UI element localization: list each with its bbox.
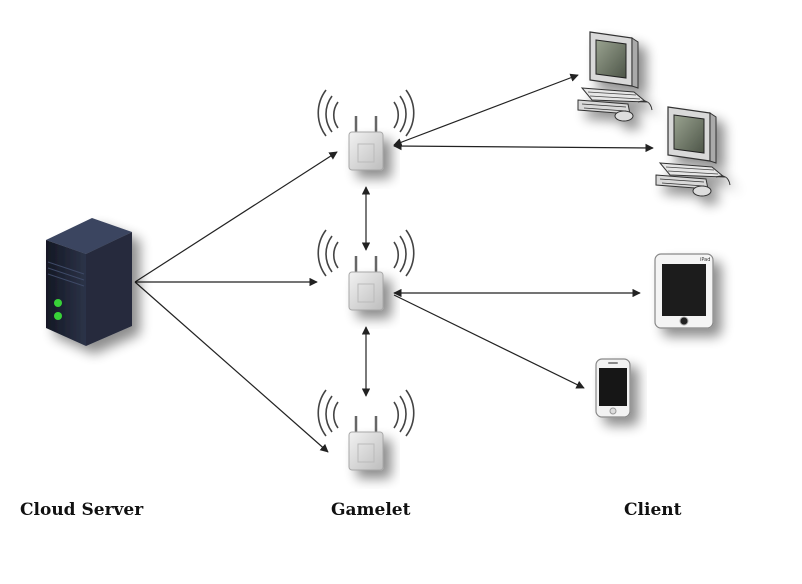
connections [134, 73, 654, 453]
tablet-icon: iPad [654, 253, 714, 329]
gamelet-top-icon [317, 89, 415, 171]
server-icon [46, 218, 132, 346]
desktop-computer-icon [577, 31, 653, 122]
gamelet-label: Gamelet [331, 500, 411, 520]
arrow-gamelet-to-desktop-2 [393, 141, 654, 153]
arrow-server-to-gamelet-top [134, 151, 338, 283]
cloud-server-label: Cloud Server [20, 500, 144, 520]
arrow-gamelet-to-phone [393, 294, 585, 389]
desktop-computer-icon [655, 106, 731, 197]
server-led-icon [54, 299, 62, 307]
tablet-brand-text: iPad [700, 257, 710, 263]
arrow-server-to-gamelet-bottom [134, 281, 329, 453]
arrow-gamelet-to-desktop-1 [393, 73, 579, 147]
server-led-icon [54, 312, 62, 320]
smartphone-icon [595, 358, 631, 418]
gamelet-bottom-icon [317, 389, 415, 471]
gamelet-middle-icon [317, 229, 415, 311]
client-label: Client [624, 500, 682, 520]
